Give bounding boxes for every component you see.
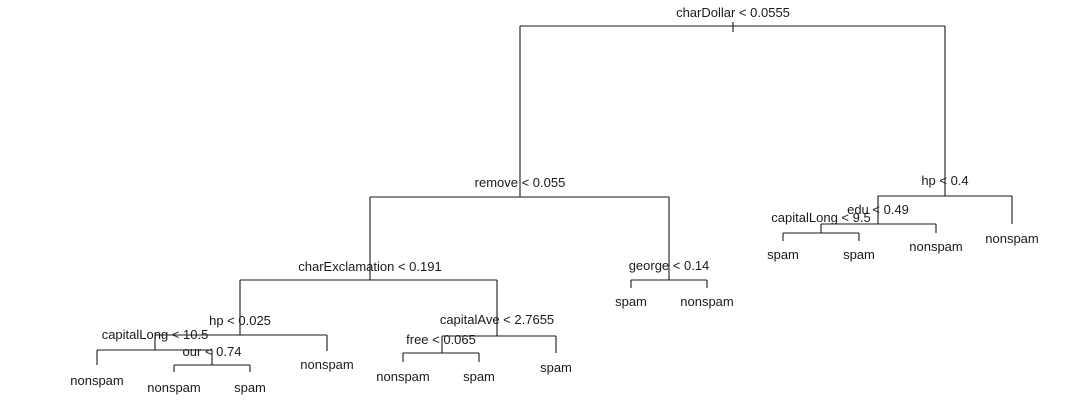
split-label-free: free < 0.065 bbox=[406, 332, 476, 347]
split-label-charexclamation: charExclamation < 0.191 bbox=[298, 259, 441, 274]
leaf-labels: nonspam nonspam spam nonspam nonspam spa… bbox=[70, 231, 1038, 395]
leaf-label: nonspam bbox=[680, 294, 733, 309]
split-label-hp-left: hp < 0.025 bbox=[209, 313, 271, 328]
split-label-remove: remove < 0.055 bbox=[475, 175, 566, 190]
leaf-label: spam bbox=[540, 360, 572, 375]
leaf-label: nonspam bbox=[70, 373, 123, 388]
split-label-capitallong-right: capitalLong < 9.5 bbox=[771, 210, 870, 225]
leaf-label: nonspam bbox=[376, 369, 429, 384]
leaf-label: nonspam bbox=[300, 357, 353, 372]
leaf-label: nonspam bbox=[147, 380, 200, 395]
leaf-label: spam bbox=[615, 294, 647, 309]
split-label-hp-right: hp < 0.4 bbox=[921, 173, 968, 188]
split-label-george: george < 0.14 bbox=[629, 258, 710, 273]
leaf-label: spam bbox=[234, 380, 266, 395]
tree-edges bbox=[96, 22, 1013, 372]
leaf-label: nonspam bbox=[909, 239, 962, 254]
split-label-capitalave: capitalAve < 2.7655 bbox=[440, 312, 554, 327]
leaf-label: spam bbox=[843, 247, 875, 262]
split-label-our: our < 0.74 bbox=[183, 344, 242, 359]
leaf-label: spam bbox=[767, 247, 799, 262]
split-label-chardollar: charDollar < 0.0555 bbox=[676, 5, 790, 20]
split-labels: charDollar < 0.0555 remove < 0.055 hp < … bbox=[102, 5, 969, 359]
leaf-label: spam bbox=[463, 369, 495, 384]
split-label-capitallong-left: capitalLong < 10.5 bbox=[102, 327, 209, 342]
split-label-edu: edu < 0.49 bbox=[847, 202, 909, 217]
leaf-label: nonspam bbox=[985, 231, 1038, 246]
